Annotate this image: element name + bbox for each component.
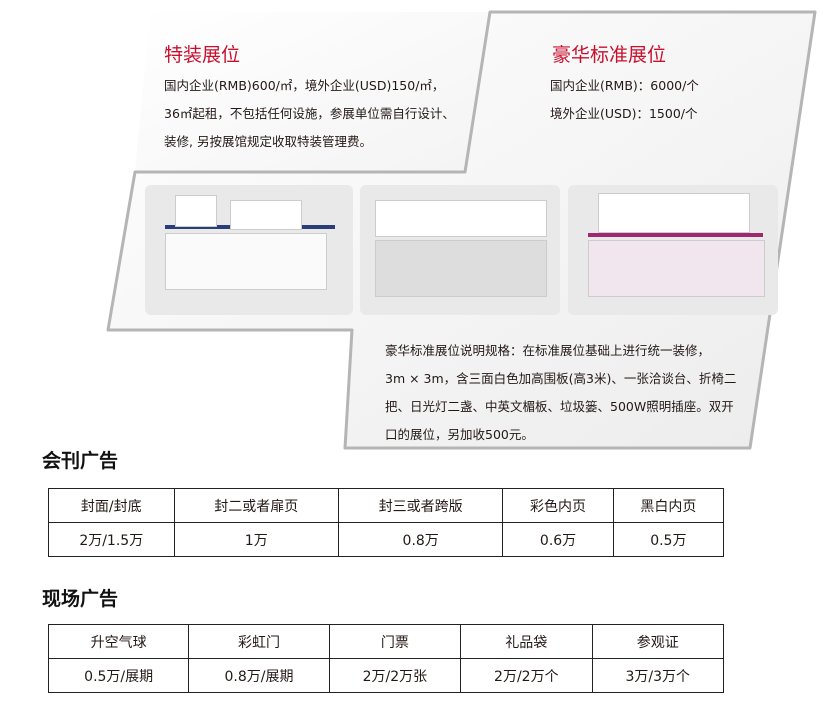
text-line: 把、日光灯二盏、中英文楣板、垃圾篓、500W照明插座。双开: [385, 399, 734, 414]
table-cell: 2万/2万张: [328, 658, 462, 693]
table-cell: 0.8万/展期: [188, 658, 330, 693]
table-header-cell: 礼品袋: [460, 624, 593, 659]
text-line: 3m × 3m，含三面白色加高围板(高3米)、一张洽谈台、折椅二: [385, 371, 737, 386]
table-header-cell: 参观证: [591, 624, 725, 659]
journal-ads-heading: 会刊广告: [42, 450, 119, 472]
table-header-cell: 黑白内页: [612, 488, 725, 523]
table-header-cell: 彩虹门: [188, 624, 330, 659]
table-row: 0.5万/展期 0.8万/展期 2万/2万张 2万/2万个 3万/3万个: [47, 658, 725, 693]
special-booth-image: [145, 185, 353, 315]
special-booth-title: 特装展位: [164, 44, 241, 66]
luxury-booth-prices: 国内企业(RMB)：6000/个 境外企业(USD)：1500/个: [550, 72, 699, 128]
text-line: 国内企业(RMB)：6000/个: [550, 78, 699, 93]
table-header-cell: 彩色内页: [502, 488, 614, 523]
onsite-ads-table: 升空气球 彩虹门 门票 礼品袋 参观证 0.5万/展期 0.8万/展期 2万/2…: [47, 624, 725, 693]
text-line: 口的展位，另加收500元。: [385, 427, 534, 442]
table-cell: 2万/1.5万: [48, 522, 175, 557]
luxury-spec-description: 豪华标准展位说明规格：在标准展位基础上进行统一装修， 3m × 3m，含三面白色…: [385, 337, 736, 449]
special-booth-description: 国内企业(RMB)600/㎡，境外企业(USD)150/㎡， 36㎡起租，不包括…: [164, 72, 455, 156]
table-cell: 3万/3万个: [591, 658, 725, 693]
table-cell: 2万/2万个: [460, 658, 593, 693]
table-cell: 0.5万: [612, 522, 725, 557]
table-cell: 0.6万: [502, 522, 614, 557]
standard-booth-image: [360, 185, 560, 315]
table-header-cell: 封二或者扉页: [173, 488, 339, 523]
table-header-row: 升空气球 彩虹门 门票 礼品袋 参观证: [47, 624, 725, 659]
journal-ads-table: 封面/封底 封二或者扉页 封三或者跨版 彩色内页 黑白内页 2万/1.5万 1万…: [48, 488, 725, 557]
table-header-cell: 门票: [328, 624, 462, 659]
table-header-cell: 封三或者跨版: [337, 488, 504, 523]
table-header-cell: 升空气球: [47, 624, 190, 659]
table-cell: 1万: [173, 522, 339, 557]
text-line: 境外企业(USD)：1500/个: [550, 106, 698, 121]
onsite-ads-heading: 现场广告: [42, 588, 119, 610]
luxury-booth-image: [568, 185, 778, 315]
luxury-booth-title: 豪华标准展位: [552, 44, 667, 66]
table-cell: 0.5万/展期: [47, 658, 190, 693]
table-row: 2万/1.5万 1万 0.8万 0.6万 0.5万: [48, 522, 725, 557]
text-line: 国内企业(RMB)600/㎡，境外企业(USD)150/㎡，: [164, 78, 445, 93]
table-header-row: 封面/封底 封二或者扉页 封三或者跨版 彩色内页 黑白内页: [48, 488, 725, 523]
table-cell: 0.8万: [337, 522, 504, 557]
text-line: 装修, 另按展馆规定收取特装管理费。: [164, 134, 372, 149]
text-line: 豪华标准展位说明规格：在标准展位基础上进行统一装修，: [385, 343, 711, 358]
table-header-cell: 封面/封底: [48, 488, 175, 523]
text-line: 36㎡起租，不包括任何设施，参展单位需自行设计、: [164, 106, 455, 121]
